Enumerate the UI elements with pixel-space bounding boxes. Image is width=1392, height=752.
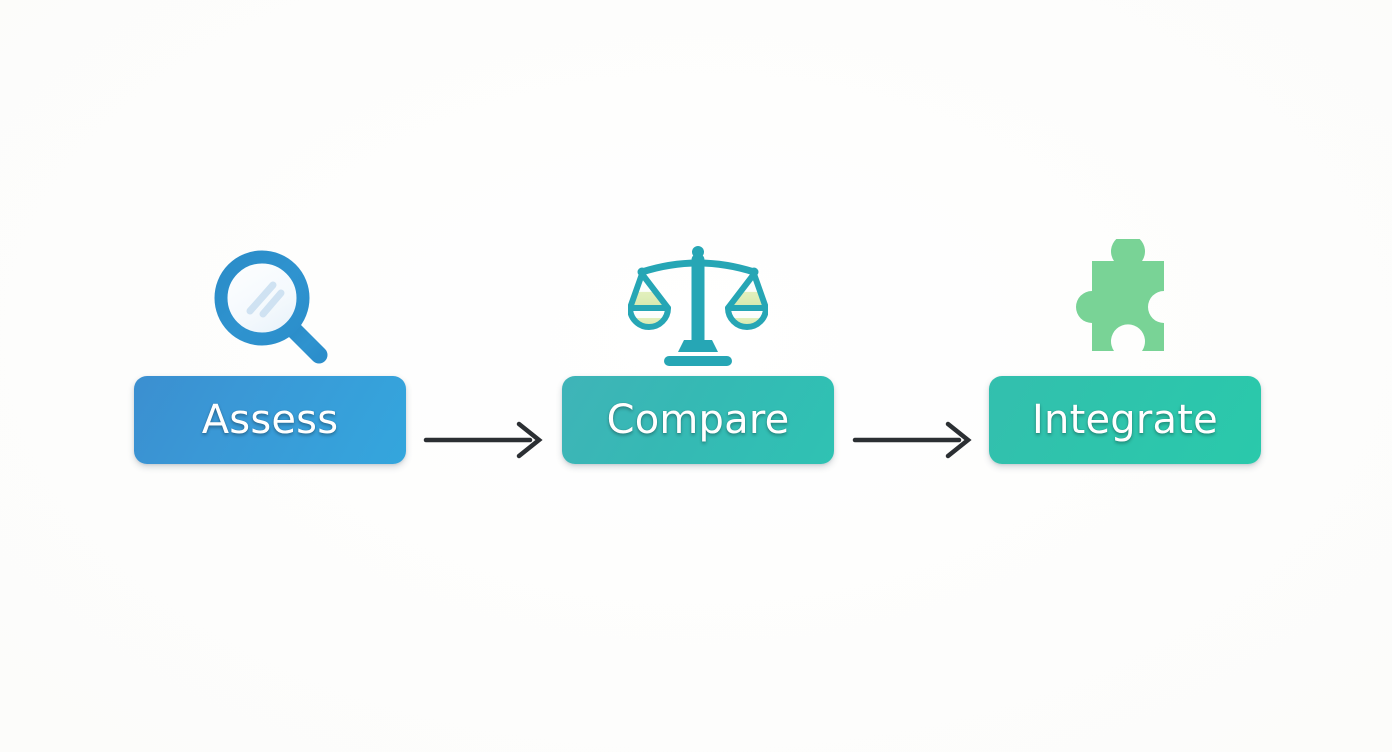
step-label-compare: Compare [606,397,790,443]
flow-step-integrate[interactable]: Integrate [989,236,1261,464]
step-pill-compare[interactable]: Compare [562,376,834,464]
balance-scales-icon [562,236,834,376]
step-label-assess: Assess [201,397,339,443]
puzzle-piece-icon [989,236,1261,376]
step-pill-assess[interactable]: Assess [134,376,406,464]
flow-step-compare[interactable]: Compare [562,236,834,464]
arrow-assess-to-compare [420,416,556,464]
flow-step-assess[interactable]: Assess [134,236,406,464]
step-pill-integrate[interactable]: Integrate [989,376,1261,464]
arrow-compare-to-integrate [849,416,985,464]
magnifying-glass-icon [134,236,406,376]
step-label-integrate: Integrate [1032,397,1218,443]
